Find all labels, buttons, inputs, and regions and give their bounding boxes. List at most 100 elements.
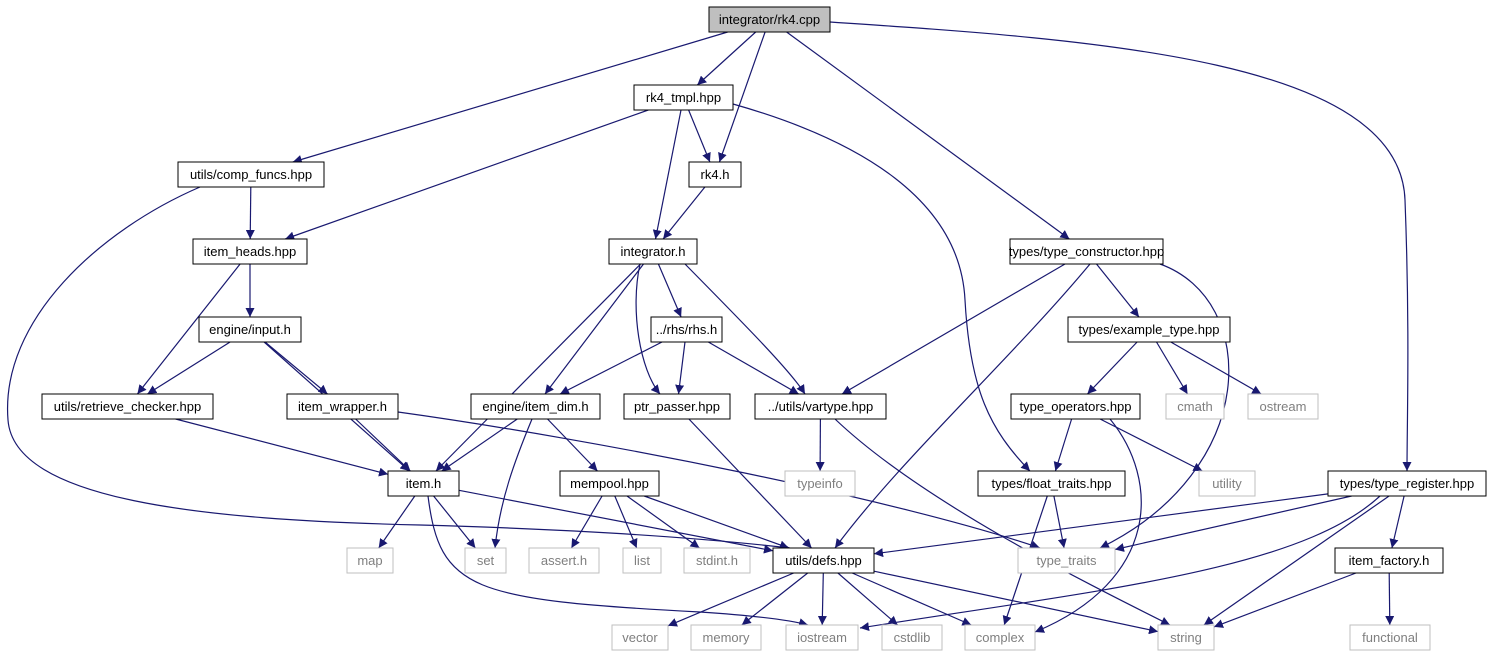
- node-box[interactable]: [559, 470, 660, 497]
- node-label: ptr_passer.hpp: [634, 399, 720, 414]
- node-cmath[interactable]: cmath: [1165, 393, 1225, 420]
- node-label: types/type_constructor.hpp: [1009, 244, 1164, 259]
- node-box[interactable]: [192, 238, 308, 265]
- node-typereg[interactable]: types/type_register.hpp: [1327, 470, 1487, 497]
- node-box[interactable]: [528, 547, 600, 574]
- node-engineinput[interactable]: engine/input.h: [198, 316, 302, 343]
- node-vector[interactable]: vector: [611, 624, 669, 651]
- node-box[interactable]: [688, 161, 742, 188]
- edge-itemdim-to-itemh: [441, 418, 518, 472]
- node-box[interactable]: [1334, 547, 1444, 574]
- node-typetraits[interactable]: type_traits: [1017, 547, 1116, 574]
- node-box[interactable]: [772, 547, 875, 574]
- node-box[interactable]: [1247, 393, 1319, 420]
- node-asserth[interactable]: assert.h: [528, 547, 600, 574]
- node-label: types/type_register.hpp: [1340, 476, 1474, 491]
- node-box[interactable]: [198, 316, 302, 343]
- node-retrieve[interactable]: utils/retrieve_checker.hpp: [41, 393, 214, 420]
- node-box[interactable]: [611, 624, 669, 651]
- edge-typereg-to-itemfactory: [1389, 495, 1405, 549]
- node-itemfactory[interactable]: item_factory.h: [1334, 547, 1444, 574]
- edge-retrieve-to-itemh: [175, 418, 389, 477]
- node-string[interactable]: string: [1157, 624, 1215, 651]
- edge-itemh-to-map: [378, 495, 416, 549]
- node-box[interactable]: [622, 547, 662, 574]
- node-box[interactable]: [286, 393, 399, 420]
- edge-typeops-to-floattraits: [1053, 418, 1073, 472]
- node-ptrpasser[interactable]: ptr_passer.hpp: [623, 393, 731, 420]
- node-defs[interactable]: utils/defs.hpp: [772, 547, 875, 574]
- node-rk4h[interactable]: rk4.h: [688, 161, 742, 188]
- node-mempool[interactable]: mempool.hpp: [559, 470, 660, 497]
- edge-rhs-to-ptrpasser: [675, 341, 686, 395]
- node-label: item_wrapper.h: [298, 399, 387, 414]
- node-rhs[interactable]: ../rhs/rhs.h: [650, 316, 723, 343]
- node-box[interactable]: [1067, 316, 1231, 343]
- edge-rk4cpp-to-rk4h: [718, 31, 766, 163]
- node-box[interactable]: [633, 84, 734, 111]
- node-itemheads[interactable]: item_heads.hpp: [192, 238, 308, 265]
- node-box[interactable]: [708, 6, 831, 33]
- node-typector[interactable]: types/type_constructor.hpp: [1009, 238, 1164, 265]
- node-compfuncs[interactable]: utils/comp_funcs.hpp: [177, 161, 325, 188]
- node-box[interactable]: [1017, 547, 1116, 574]
- node-box[interactable]: [346, 547, 394, 574]
- node-box[interactable]: [690, 624, 762, 651]
- node-box[interactable]: [683, 547, 751, 574]
- node-map[interactable]: map: [346, 547, 394, 574]
- edge-typereg-to-defs: [873, 493, 1329, 558]
- node-exampletype[interactable]: types/example_type.hpp: [1067, 316, 1231, 343]
- node-box[interactable]: [1009, 238, 1164, 265]
- node-box[interactable]: [1349, 624, 1431, 651]
- node-itemdim[interactable]: engine/item_dim.h: [470, 393, 601, 420]
- nodes-layer: integrator/rk4.cpp rk4_tmpl.hpp utils/comp…: [41, 6, 1487, 651]
- node-box[interactable]: [41, 393, 214, 420]
- node-box[interactable]: [881, 624, 943, 651]
- edge-engineinput-to-itemwrapper: [264, 341, 328, 395]
- node-box[interactable]: [785, 624, 859, 651]
- node-stdint[interactable]: stdint.h: [683, 547, 751, 574]
- node-box[interactable]: [650, 316, 723, 343]
- node-ostream[interactable]: ostream: [1247, 393, 1319, 420]
- node-box[interactable]: [754, 393, 887, 420]
- node-floattraits[interactable]: types/float_traits.hpp: [977, 470, 1126, 497]
- node-label: utils/retrieve_checker.hpp: [54, 399, 201, 414]
- edge-defs-to-vector: [667, 572, 794, 627]
- node-label: list: [634, 553, 650, 568]
- node-list[interactable]: list: [622, 547, 662, 574]
- node-box[interactable]: [608, 238, 698, 265]
- node-box[interactable]: [464, 547, 507, 574]
- node-cstdlib[interactable]: cstdlib: [881, 624, 943, 651]
- edge-mempool-to-asserth: [570, 495, 603, 549]
- edge-itemh-to-iostream: [427, 495, 809, 627]
- node-box[interactable]: [1327, 470, 1487, 497]
- node-functional[interactable]: functional: [1349, 624, 1431, 651]
- node-box[interactable]: [964, 624, 1036, 651]
- node-box[interactable]: [1165, 393, 1225, 420]
- node-box[interactable]: [387, 470, 460, 497]
- node-box[interactable]: [177, 161, 325, 188]
- node-complex[interactable]: complex: [964, 624, 1036, 651]
- node-box[interactable]: [1010, 393, 1141, 420]
- node-integratorh[interactable]: integrator.h: [608, 238, 698, 265]
- node-box[interactable]: [470, 393, 601, 420]
- edge-integratorh-to-itemh: [435, 263, 642, 472]
- node-memory[interactable]: memory: [690, 624, 762, 651]
- node-box[interactable]: [1198, 470, 1256, 497]
- node-box[interactable]: [623, 393, 731, 420]
- node-typeinfo[interactable]: typeinfo: [784, 470, 856, 497]
- node-utility[interactable]: utility: [1198, 470, 1256, 497]
- node-rk4cpp[interactable]: integrator/rk4.cpp: [708, 6, 831, 33]
- node-box[interactable]: [1157, 624, 1215, 651]
- node-iostream[interactable]: iostream: [785, 624, 859, 651]
- edge-rhs-to-vartype: [708, 341, 799, 395]
- node-box[interactable]: [784, 470, 856, 497]
- node-box[interactable]: [977, 470, 1126, 497]
- node-vartype[interactable]: ../utils/vartype.hpp: [754, 393, 887, 420]
- node-rk4tmpl[interactable]: rk4_tmpl.hpp: [633, 84, 734, 111]
- node-itemh[interactable]: item.h: [387, 470, 460, 497]
- node-itemwrapper[interactable]: item_wrapper.h: [286, 393, 399, 420]
- node-set[interactable]: set: [464, 547, 507, 574]
- node-typeops[interactable]: type_operators.hpp: [1010, 393, 1141, 420]
